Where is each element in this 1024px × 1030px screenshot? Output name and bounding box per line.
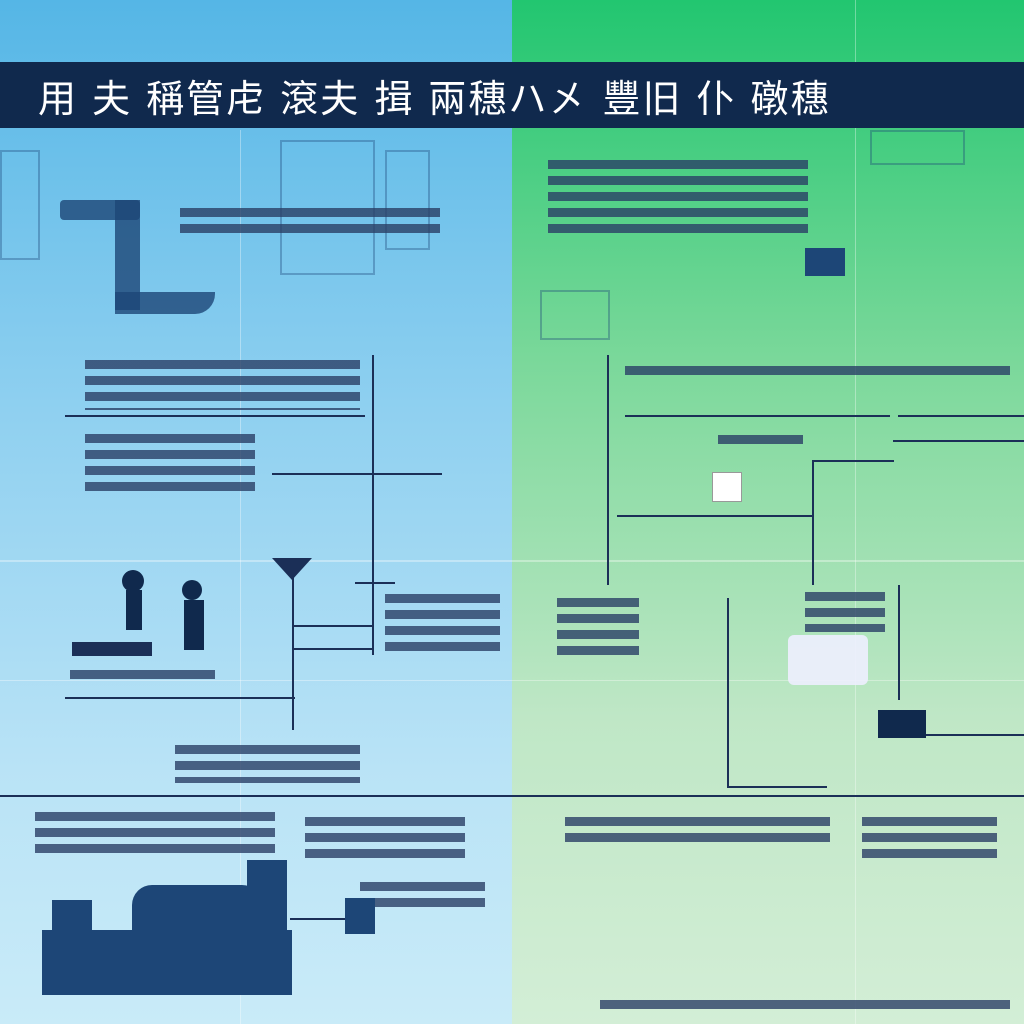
connector-line xyxy=(925,734,1024,736)
device-icon xyxy=(805,248,845,276)
schematic-box xyxy=(870,130,965,165)
connector-line xyxy=(898,415,1024,417)
connector-line xyxy=(812,460,814,585)
connector-line xyxy=(355,582,395,584)
connector-line xyxy=(727,786,827,788)
schematic-box xyxy=(0,150,40,260)
title-banner: 用 夫 稱管虍 滾夫 揖 兩穗ハ㐅 豐旧 仆 礅穗 xyxy=(0,62,1024,128)
connector-line xyxy=(607,355,609,585)
connector-line xyxy=(292,625,372,627)
connector-line xyxy=(617,515,812,517)
grid-line xyxy=(855,0,856,1024)
text-block xyxy=(360,882,485,914)
connector-line xyxy=(812,460,894,462)
pipe-icon xyxy=(115,200,140,310)
page-title: 用 夫 稱管虍 滾夫 揖 兩穗ハ㐅 豐旧 仆 礅穗 xyxy=(38,76,831,121)
text-block xyxy=(718,435,803,444)
device-icon xyxy=(788,635,868,685)
text-block xyxy=(385,594,500,656)
text-block xyxy=(805,592,885,632)
grid-line xyxy=(0,560,1024,562)
text-block xyxy=(175,745,360,783)
text-block xyxy=(305,817,465,859)
connector-line xyxy=(727,598,729,788)
text-block xyxy=(180,208,440,233)
device-icon xyxy=(345,898,375,934)
text-block xyxy=(625,366,1010,380)
text-block xyxy=(565,817,830,842)
text-block xyxy=(548,160,808,235)
text-block xyxy=(85,360,360,410)
factory-skyline-icon xyxy=(42,860,292,995)
connector-line xyxy=(292,648,372,650)
connector-line xyxy=(372,355,374,655)
connector-line xyxy=(292,570,294,730)
text-block xyxy=(85,434,255,494)
connector-line xyxy=(898,585,900,700)
grid-line xyxy=(0,680,1024,681)
divider-line xyxy=(0,795,1024,797)
schematic-box xyxy=(385,150,430,250)
pipe-icon xyxy=(115,292,215,314)
connector-line xyxy=(290,918,350,920)
connector-line xyxy=(625,415,890,417)
connector-line xyxy=(893,440,1024,442)
text-block xyxy=(35,812,275,854)
connector-line xyxy=(65,415,365,417)
connector-line xyxy=(272,473,442,475)
worker-figures-icon xyxy=(72,560,222,660)
text-block xyxy=(557,598,639,658)
schematic-box xyxy=(280,140,375,275)
connector-line xyxy=(65,697,295,699)
grid-line xyxy=(240,130,241,1030)
text-block xyxy=(600,1000,1010,1009)
schematic-box xyxy=(540,290,610,340)
lamp-icon xyxy=(272,558,312,580)
device-icon xyxy=(712,472,742,502)
text-block xyxy=(70,670,215,679)
text-block xyxy=(862,817,997,862)
lamp-icon xyxy=(878,710,926,738)
